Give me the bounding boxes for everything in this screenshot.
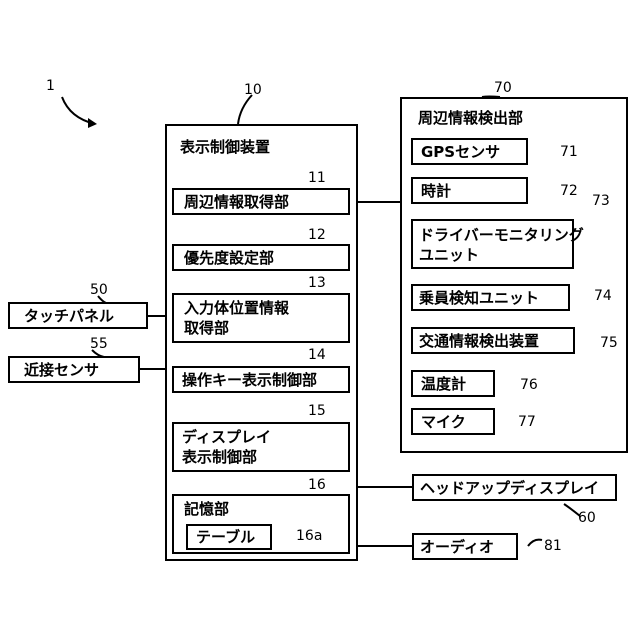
audio-label: オーディオ bbox=[420, 538, 494, 557]
table-16a-label: テーブル bbox=[196, 528, 255, 547]
unit-76-label: 温度計 bbox=[421, 375, 466, 394]
ref-touch-panel: 50 bbox=[90, 282, 108, 298]
ref-11: 11 bbox=[308, 170, 326, 186]
unit-12-label: 優先度設定部 bbox=[184, 249, 274, 268]
ref-display-controller: 10 bbox=[244, 82, 262, 98]
unit-77-box: マイク bbox=[411, 408, 495, 435]
unit-13-label-line1: 入力体位置情報 bbox=[184, 299, 289, 318]
ref-71: 71 bbox=[560, 144, 578, 160]
unit-71-box: GPSセンサ bbox=[411, 138, 528, 165]
proximity-sensor-box: 近接センサ bbox=[8, 356, 140, 383]
ref-12: 12 bbox=[308, 227, 326, 243]
ref-surroundings-detector: 70 bbox=[494, 80, 512, 96]
ref-audio: 81 bbox=[544, 538, 562, 554]
audio-box: オーディオ bbox=[412, 533, 518, 560]
unit-72-box: 時計 bbox=[411, 177, 528, 204]
unit-16-box: 記憶部 テーブル bbox=[172, 494, 350, 554]
ref-74: 74 bbox=[594, 288, 612, 304]
unit-73-label-line1: ドライバーモニタリング bbox=[419, 226, 584, 245]
ref-73: 73 bbox=[592, 193, 610, 209]
unit-15-box: ディスプレイ 表示制御部 bbox=[172, 422, 350, 472]
unit-13-box: 入力体位置情報 取得部 bbox=[172, 293, 350, 343]
ref-hud: 60 bbox=[578, 510, 596, 526]
unit-76-box: 温度計 bbox=[411, 370, 495, 397]
touch-panel-label: タッチパネル bbox=[24, 307, 114, 326]
ref-16: 16 bbox=[308, 477, 326, 493]
unit-12-box: 優先度設定部 bbox=[172, 244, 350, 271]
ref-15: 15 bbox=[308, 403, 326, 419]
unit-71-label: GPSセンサ bbox=[421, 143, 500, 162]
unit-16-label: 記憶部 bbox=[184, 500, 229, 519]
touch-panel-box: タッチパネル bbox=[8, 302, 148, 329]
ref-76: 76 bbox=[520, 377, 538, 393]
unit-13-label-line2: 取得部 bbox=[184, 319, 229, 338]
unit-77-label: マイク bbox=[421, 413, 466, 432]
unit-73-label-line2: ユニット bbox=[419, 246, 479, 265]
unit-74-label: 乗員検知ユニット bbox=[419, 289, 539, 308]
ref-system: 1 bbox=[46, 78, 55, 94]
ref-72: 72 bbox=[560, 183, 578, 199]
unit-14-label: 操作キー表示制御部 bbox=[182, 371, 317, 390]
ref-77: 77 bbox=[518, 414, 536, 430]
proximity-sensor-label: 近接センサ bbox=[24, 361, 99, 380]
hud-label: ヘッドアップディスプレイ bbox=[420, 479, 599, 498]
table-16a-box: テーブル bbox=[186, 524, 272, 550]
unit-11-box: 周辺情報取得部 bbox=[172, 188, 350, 215]
ref-14: 14 bbox=[308, 347, 326, 363]
ref-proximity-sensor: 55 bbox=[90, 336, 108, 352]
unit-15-label-line2: 表示制御部 bbox=[182, 448, 257, 467]
surroundings-detector-title: 周辺情報検出部 bbox=[418, 109, 523, 127]
ref-13: 13 bbox=[308, 275, 326, 291]
unit-14-box: 操作キー表示制御部 bbox=[172, 366, 350, 393]
unit-74-box: 乗員検知ユニット bbox=[411, 284, 570, 311]
unit-75-box: 交通情報検出装置 bbox=[411, 327, 575, 354]
ref-75: 75 bbox=[600, 335, 618, 351]
ref-16a: 16a bbox=[296, 528, 322, 544]
unit-72-label: 時計 bbox=[421, 182, 451, 201]
unit-73-box: ドライバーモニタリング ユニット bbox=[411, 219, 574, 269]
hud-box: ヘッドアップディスプレイ bbox=[412, 474, 617, 501]
arrowhead-icon bbox=[86, 116, 100, 130]
unit-11-label: 周辺情報取得部 bbox=[184, 193, 289, 212]
unit-15-label-line1: ディスプレイ bbox=[182, 428, 271, 447]
unit-75-label: 交通情報検出装置 bbox=[419, 332, 539, 351]
display-controller-title: 表示制御装置 bbox=[180, 138, 270, 156]
